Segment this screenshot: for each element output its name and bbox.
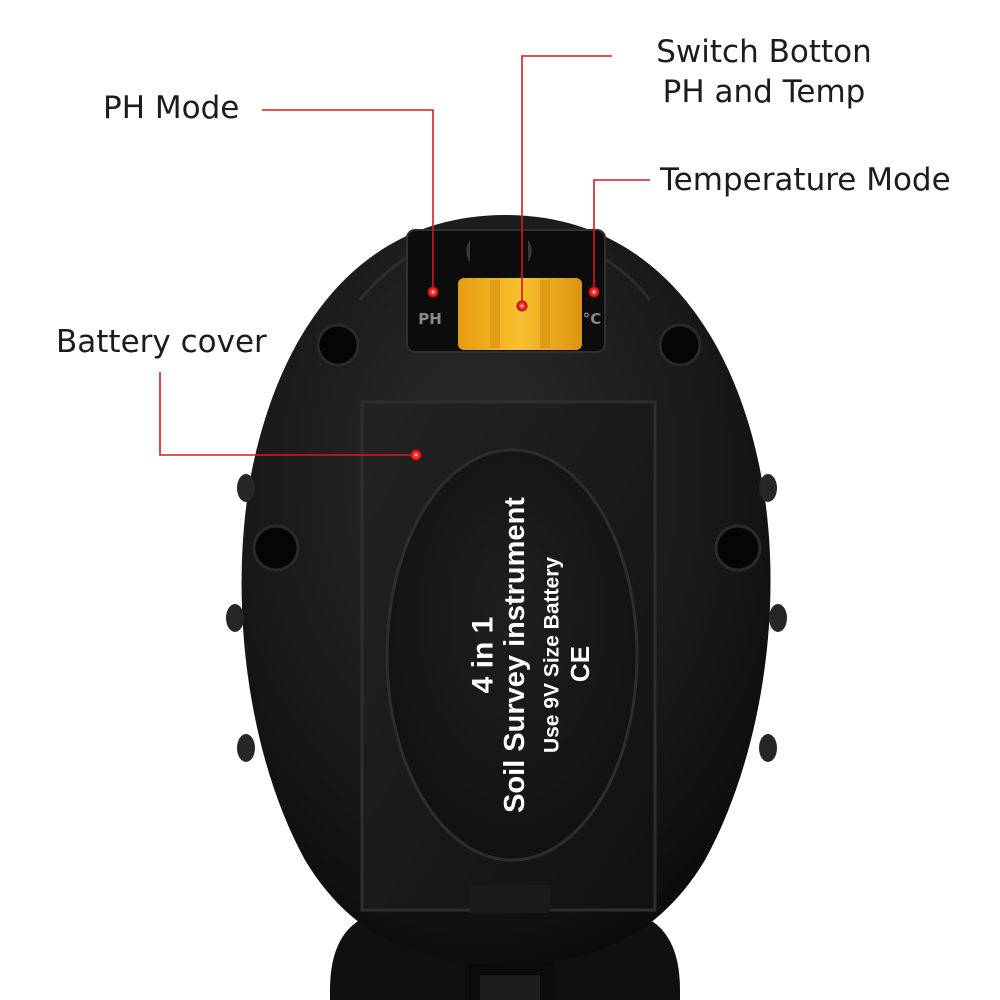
marker-dots [410,286,600,461]
switch-arrow-left [466,240,470,262]
marker-battery-cover [410,449,422,461]
label-line-3: Use 9V Size Battery [541,557,564,753]
grip-bumps-right [759,474,787,762]
grip-bumps-left [226,474,255,762]
callout-temperature-mode: Temperature Mode [660,162,951,198]
switch-knob-ridge-2 [540,280,550,348]
marker-switch-button [516,300,528,312]
label-line-2: Soil Survey instrument [499,497,531,813]
leader-ph-mode [262,109,434,292]
callout-ph-mode: PH Mode [103,90,240,126]
switch-label-ph: PH [418,310,442,328]
callout-switch-button: Switch Botton PH and Temp [640,32,888,112]
battery-cover-tab [470,885,550,913]
switch-arrow-right [528,240,532,262]
switch-knob[interactable] [458,278,582,350]
label-line-1: 4 in 1 [467,617,500,694]
leader-lines [159,55,650,456]
leader-battery-cover [159,372,416,456]
callout-switch-button-line2: PH and Temp [662,74,866,110]
label-plate [385,448,639,862]
callout-switch-button-line1: Switch Botton [656,34,872,70]
screw-holes [252,323,762,572]
label-line-4: CE [565,646,595,682]
switch-knob-ridge [490,280,500,348]
marker-ph-mode [427,286,439,298]
leader-switch-button [521,55,612,306]
leader-temperature-mode [593,179,650,292]
switch-label-temp: °C [583,310,602,328]
callout-battery-cover: Battery cover [56,324,267,360]
marker-temperature-mode [588,286,600,298]
neck-groove [480,975,540,1000]
